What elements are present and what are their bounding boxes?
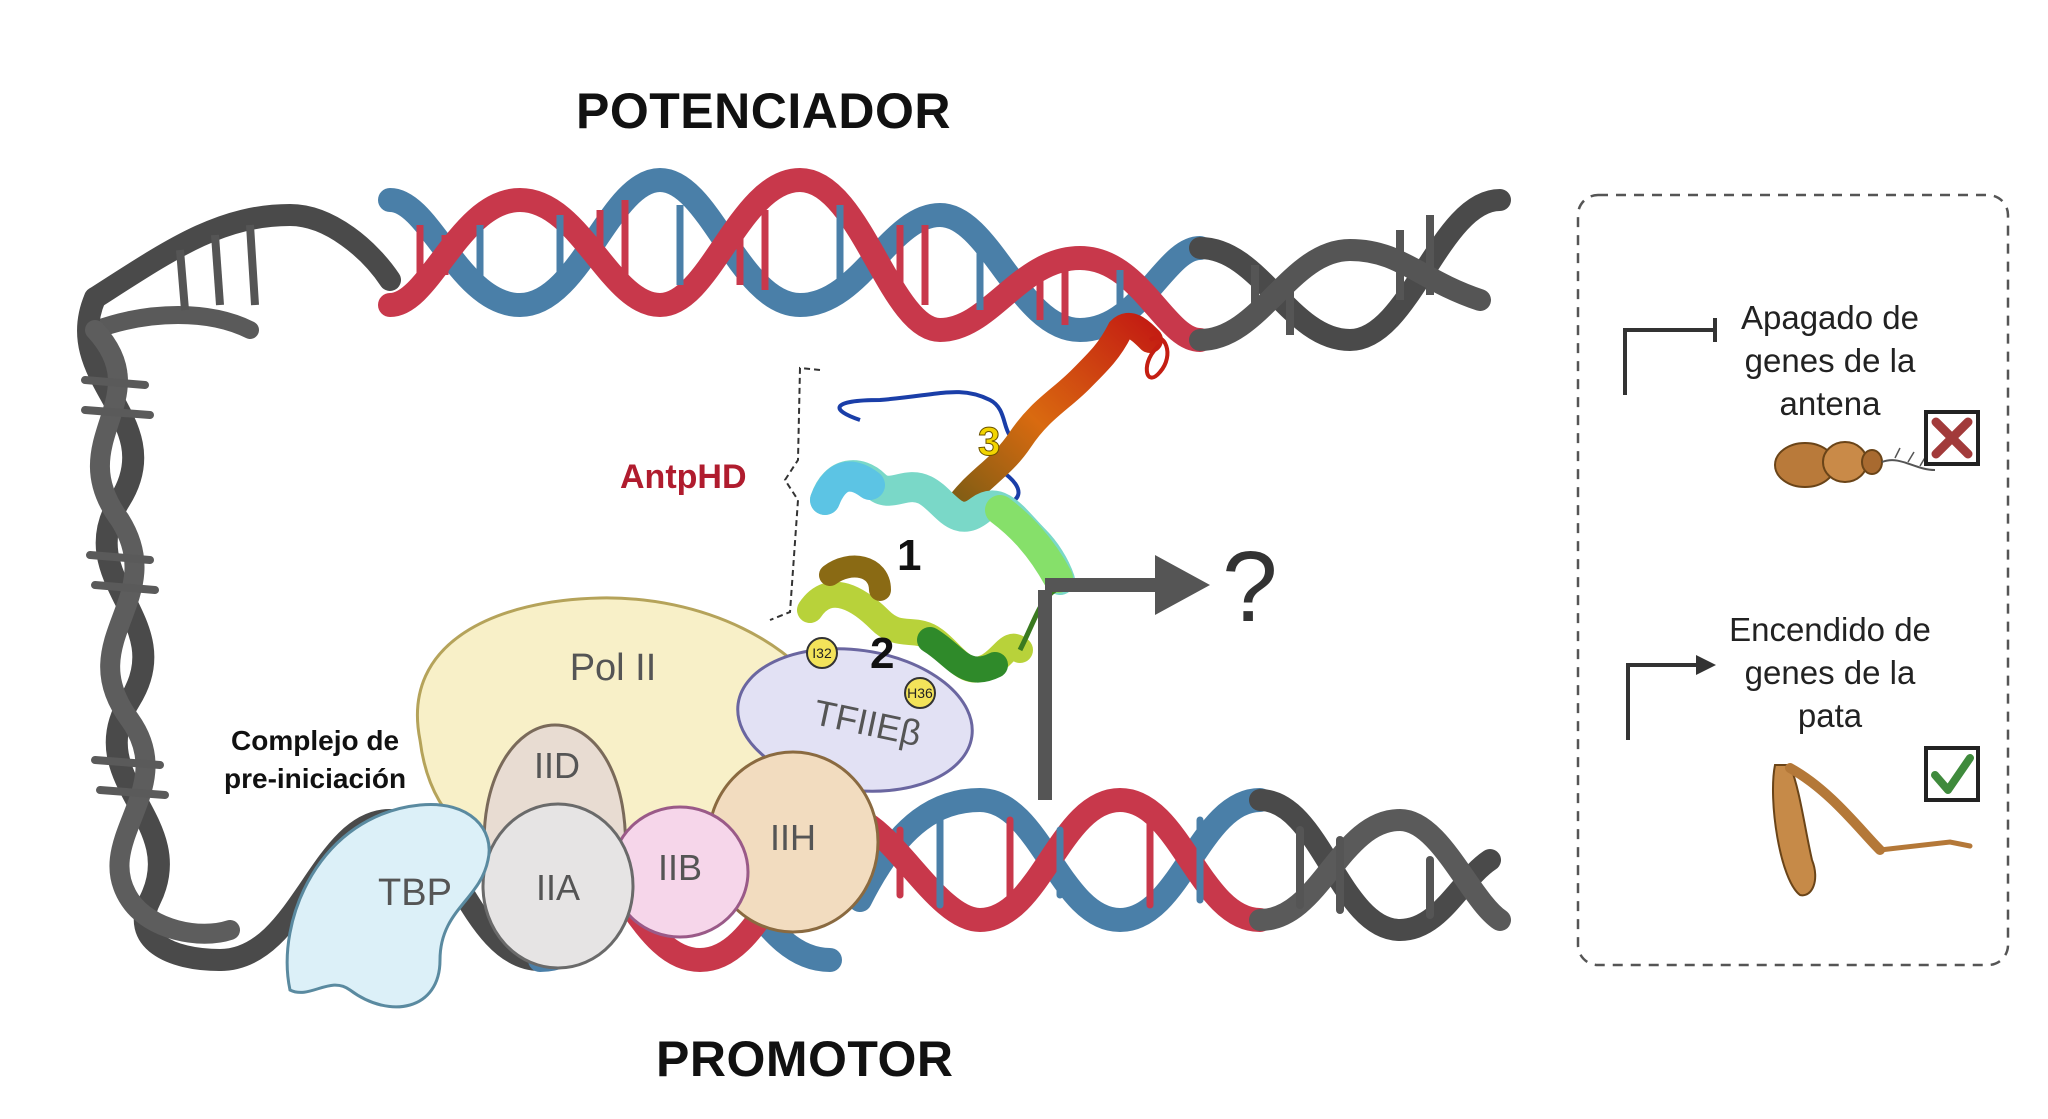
- repression-line3: antena: [1779, 385, 1881, 422]
- iid-label: IID: [534, 745, 580, 786]
- activation-line3: pata: [1797, 697, 1863, 734]
- activation-arrow-icon: [1626, 663, 1700, 740]
- enhancer-dna: [84, 167, 1511, 352]
- repression-line2: genes de la: [1744, 342, 1916, 379]
- iih-label: IIH: [770, 817, 816, 858]
- residue-i32-label: I32: [812, 645, 832, 661]
- helix-3-number: 3: [978, 420, 1000, 464]
- helix-2-number: 2: [870, 629, 894, 678]
- question-mark: ?: [1222, 531, 1278, 643]
- enhancer-title: POTENCIADOR: [576, 83, 951, 139]
- helix-brace: [769, 366, 821, 621]
- tbp-shape: [285, 802, 491, 1009]
- cross-icon: [1924, 410, 1980, 466]
- antenna-icon: [1774, 441, 1936, 488]
- homeodomain-structure: [769, 312, 1170, 683]
- complex-label-line1: Complejo de: [231, 725, 400, 756]
- iia-shape: [481, 802, 635, 970]
- helix-3: [942, 312, 1163, 523]
- loop-dna: [77, 287, 240, 971]
- activation-line1: Encendido de: [1729, 611, 1931, 648]
- complex-label-line2: pre-iniciación: [224, 763, 407, 794]
- residue-i32-badge: [806, 637, 838, 669]
- promoter-title: PROMOTOR: [656, 1031, 954, 1087]
- residue-h36-badge: [904, 677, 936, 709]
- repression-line1: Apagado de: [1740, 299, 1919, 336]
- complex-label: Complejo de pre-iniciación: [224, 722, 406, 798]
- check-icon: [1924, 746, 1980, 802]
- homeodomain-label: AntpHD: [620, 458, 747, 496]
- activation-legend-text: Encendido de genes de la pata: [1712, 608, 1948, 737]
- leg-icon: [1772, 763, 1973, 897]
- iia-label: IIA: [536, 867, 580, 908]
- repression-legend-text: Apagado de genes de la antena: [1718, 296, 1942, 425]
- legend-box: [1576, 193, 2010, 967]
- transcription-arrow: [1038, 555, 1210, 800]
- repression-arrow-icon: [1623, 318, 1717, 395]
- tbp-label: TBP: [378, 872, 452, 914]
- pol-ii-label: Pol II: [570, 647, 657, 689]
- iib-label: IIB: [658, 847, 702, 888]
- preinitiation-complex: [285, 596, 974, 1009]
- residue-h36-label: H36: [907, 685, 933, 701]
- activation-line2: genes de la: [1744, 654, 1916, 691]
- helix-1-number: 1: [897, 531, 921, 580]
